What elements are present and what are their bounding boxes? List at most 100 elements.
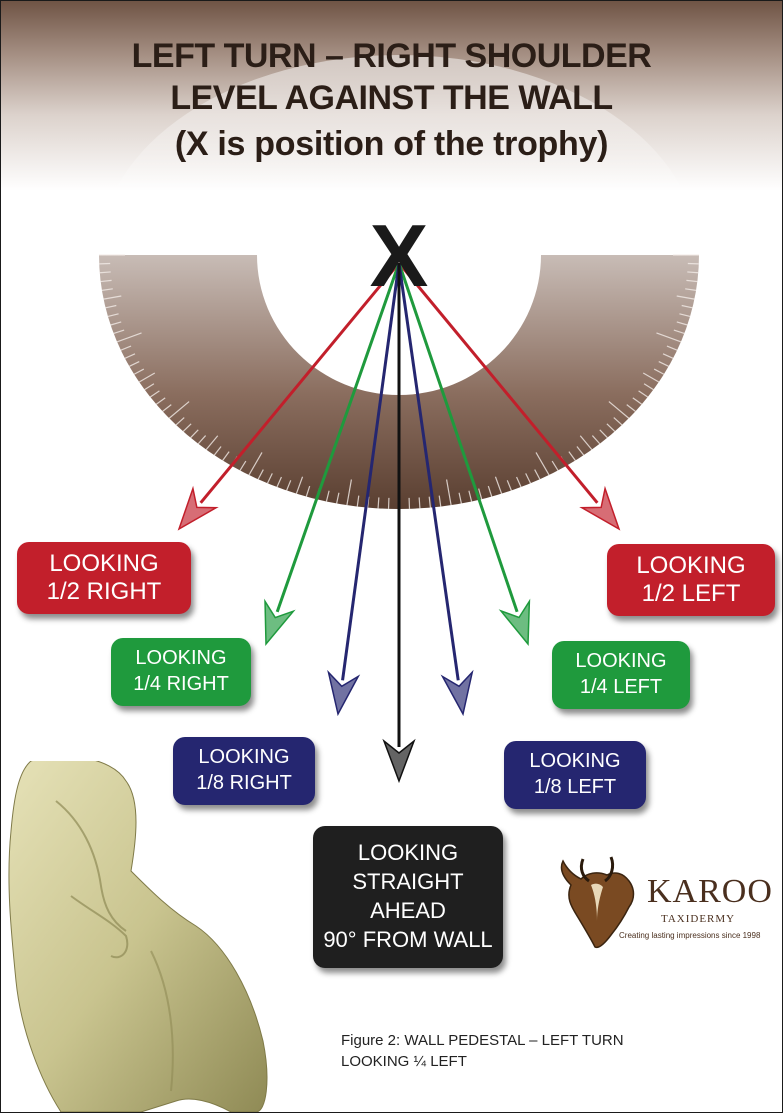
protractor-tick — [213, 446, 222, 456]
caption-line-1: Figure 2: WALL PEDESTAL – LEFT TURN — [341, 1032, 624, 1049]
protractor-tick — [120, 345, 132, 351]
protractor-tick — [116, 332, 142, 343]
protractor-tick — [182, 423, 192, 432]
protractor-tick — [685, 288, 697, 291]
protractor-tick — [305, 485, 311, 497]
protractor-tick — [133, 368, 145, 375]
title-line-2: LEVEL AGAINST THE WALL — [170, 79, 613, 117]
protractor-tick — [138, 372, 156, 383]
protractor-tick — [535, 452, 550, 476]
protractor-tick — [642, 372, 660, 383]
protractor-tick — [175, 417, 185, 426]
protractor-tick — [100, 279, 112, 283]
figure-caption: Figure 2: WALL PEDESTAL – LEFT TURN LOOK… — [341, 1030, 624, 1072]
logo-name: KAROO — [647, 873, 773, 910]
protractor-tick — [468, 490, 473, 502]
protractor-tick — [568, 451, 576, 461]
arrow-half-left-head — [579, 485, 621, 531]
protractor-tick — [679, 313, 691, 318]
protractor-tick — [222, 451, 230, 461]
protractor-tick — [478, 488, 483, 500]
protractor-tick — [515, 476, 522, 488]
protractor-tick — [113, 329, 125, 335]
protractor-tick — [662, 353, 674, 359]
protractor-tick — [438, 495, 442, 507]
africa-kudu-emblem — [560, 856, 635, 949]
protractor-tick — [257, 469, 264, 480]
logo-subtitle: TAXIDERMY — [661, 913, 736, 925]
protractor-tick — [686, 279, 698, 283]
protractor-tick — [534, 469, 541, 480]
protractor-tick — [105, 304, 117, 309]
label-quarter-right: LOOKING 1/4 RIGHT — [111, 638, 251, 706]
protractor-tick — [107, 313, 119, 318]
protractor-tick — [325, 490, 330, 502]
protractor-tick — [576, 446, 585, 456]
title-line-1: LEFT TURN – RIGHT SHOULDER — [131, 37, 652, 75]
protractor-tick — [190, 429, 199, 439]
protractor-tick — [608, 401, 630, 419]
protractor-tick — [356, 495, 360, 507]
protractor-tick — [239, 460, 247, 471]
protractor-tick — [591, 435, 601, 445]
label-half-right: LOOKING 1/2 RIGHT — [17, 542, 191, 614]
protractor-tick — [162, 404, 172, 412]
arrow-eighth-right-shaft — [341, 262, 401, 681]
protractor-tick — [155, 397, 166, 405]
protractor-tick — [676, 295, 695, 300]
direction-arrows — [177, 262, 621, 784]
label-half-left: LOOKING 1/2 LEFT — [607, 544, 775, 616]
title-line-3: (X is position of the trophy) — [174, 125, 609, 163]
protractor-tick — [99, 271, 111, 274]
protractor-tick — [506, 480, 512, 491]
protractor-tick — [681, 304, 693, 309]
protractor-tick — [487, 485, 493, 497]
arrow-eighth-right-head — [327, 669, 361, 717]
protractor-tick — [676, 321, 688, 326]
protractor-tick — [101, 288, 113, 291]
protractor-tick — [149, 390, 160, 398]
protractor-tick — [124, 353, 136, 359]
arrow-quarter-left-head — [498, 598, 531, 647]
protractor-tick — [579, 435, 593, 450]
karoo-logo: KAROO TAXIDERMY Creating lasting impress… — [553, 855, 773, 955]
protractor-tick — [606, 423, 616, 432]
protractor-tick — [129, 360, 140, 367]
caption-line-2: LOOKING ¼ LEFT — [341, 1053, 467, 1070]
protractor-tick — [286, 480, 292, 491]
protractor-tick — [458, 492, 462, 504]
arrow-quarter-right-shaft — [275, 262, 401, 613]
trophy-x-marker: X — [370, 206, 429, 305]
protractor-tick — [656, 332, 682, 343]
arrow-quarter-left-shaft — [397, 262, 519, 613]
logo-tagline: Creating lasting impressions since 1998 — [619, 931, 761, 940]
protractor-tick — [613, 417, 623, 426]
protractor-tick — [658, 360, 669, 367]
protractor-tick — [687, 271, 699, 274]
kudu-form-image — [8, 761, 268, 1112]
protractor-tick — [168, 401, 190, 419]
protractor-tick — [295, 476, 304, 494]
protractor-tick — [197, 435, 207, 445]
protractor-tick — [494, 476, 503, 494]
protractor-tick — [599, 429, 608, 439]
label-eighth-right: LOOKING 1/8 RIGHT — [173, 737, 315, 805]
protractor-tick — [144, 383, 155, 391]
protractor-tick — [666, 345, 678, 351]
protractor-tick — [525, 473, 532, 484]
protractor-tick — [428, 496, 431, 508]
protractor-tick — [653, 368, 665, 375]
protractor-tick — [103, 295, 122, 300]
protractor-tick — [346, 479, 353, 506]
protractor-tick — [418, 497, 421, 509]
arrow-straight-head — [382, 738, 416, 784]
protractor-top-ghost — [99, 55, 699, 255]
arrow-quarter-right-head — [264, 598, 296, 647]
arrow-half-right-head — [177, 485, 219, 531]
protractor-tick — [632, 397, 643, 405]
arrow-half-right-shaft — [199, 262, 401, 504]
protractor-tick — [248, 452, 263, 476]
label-eighth-left: LOOKING 1/8 LEFT — [504, 741, 646, 809]
protractor-tick — [551, 460, 559, 471]
